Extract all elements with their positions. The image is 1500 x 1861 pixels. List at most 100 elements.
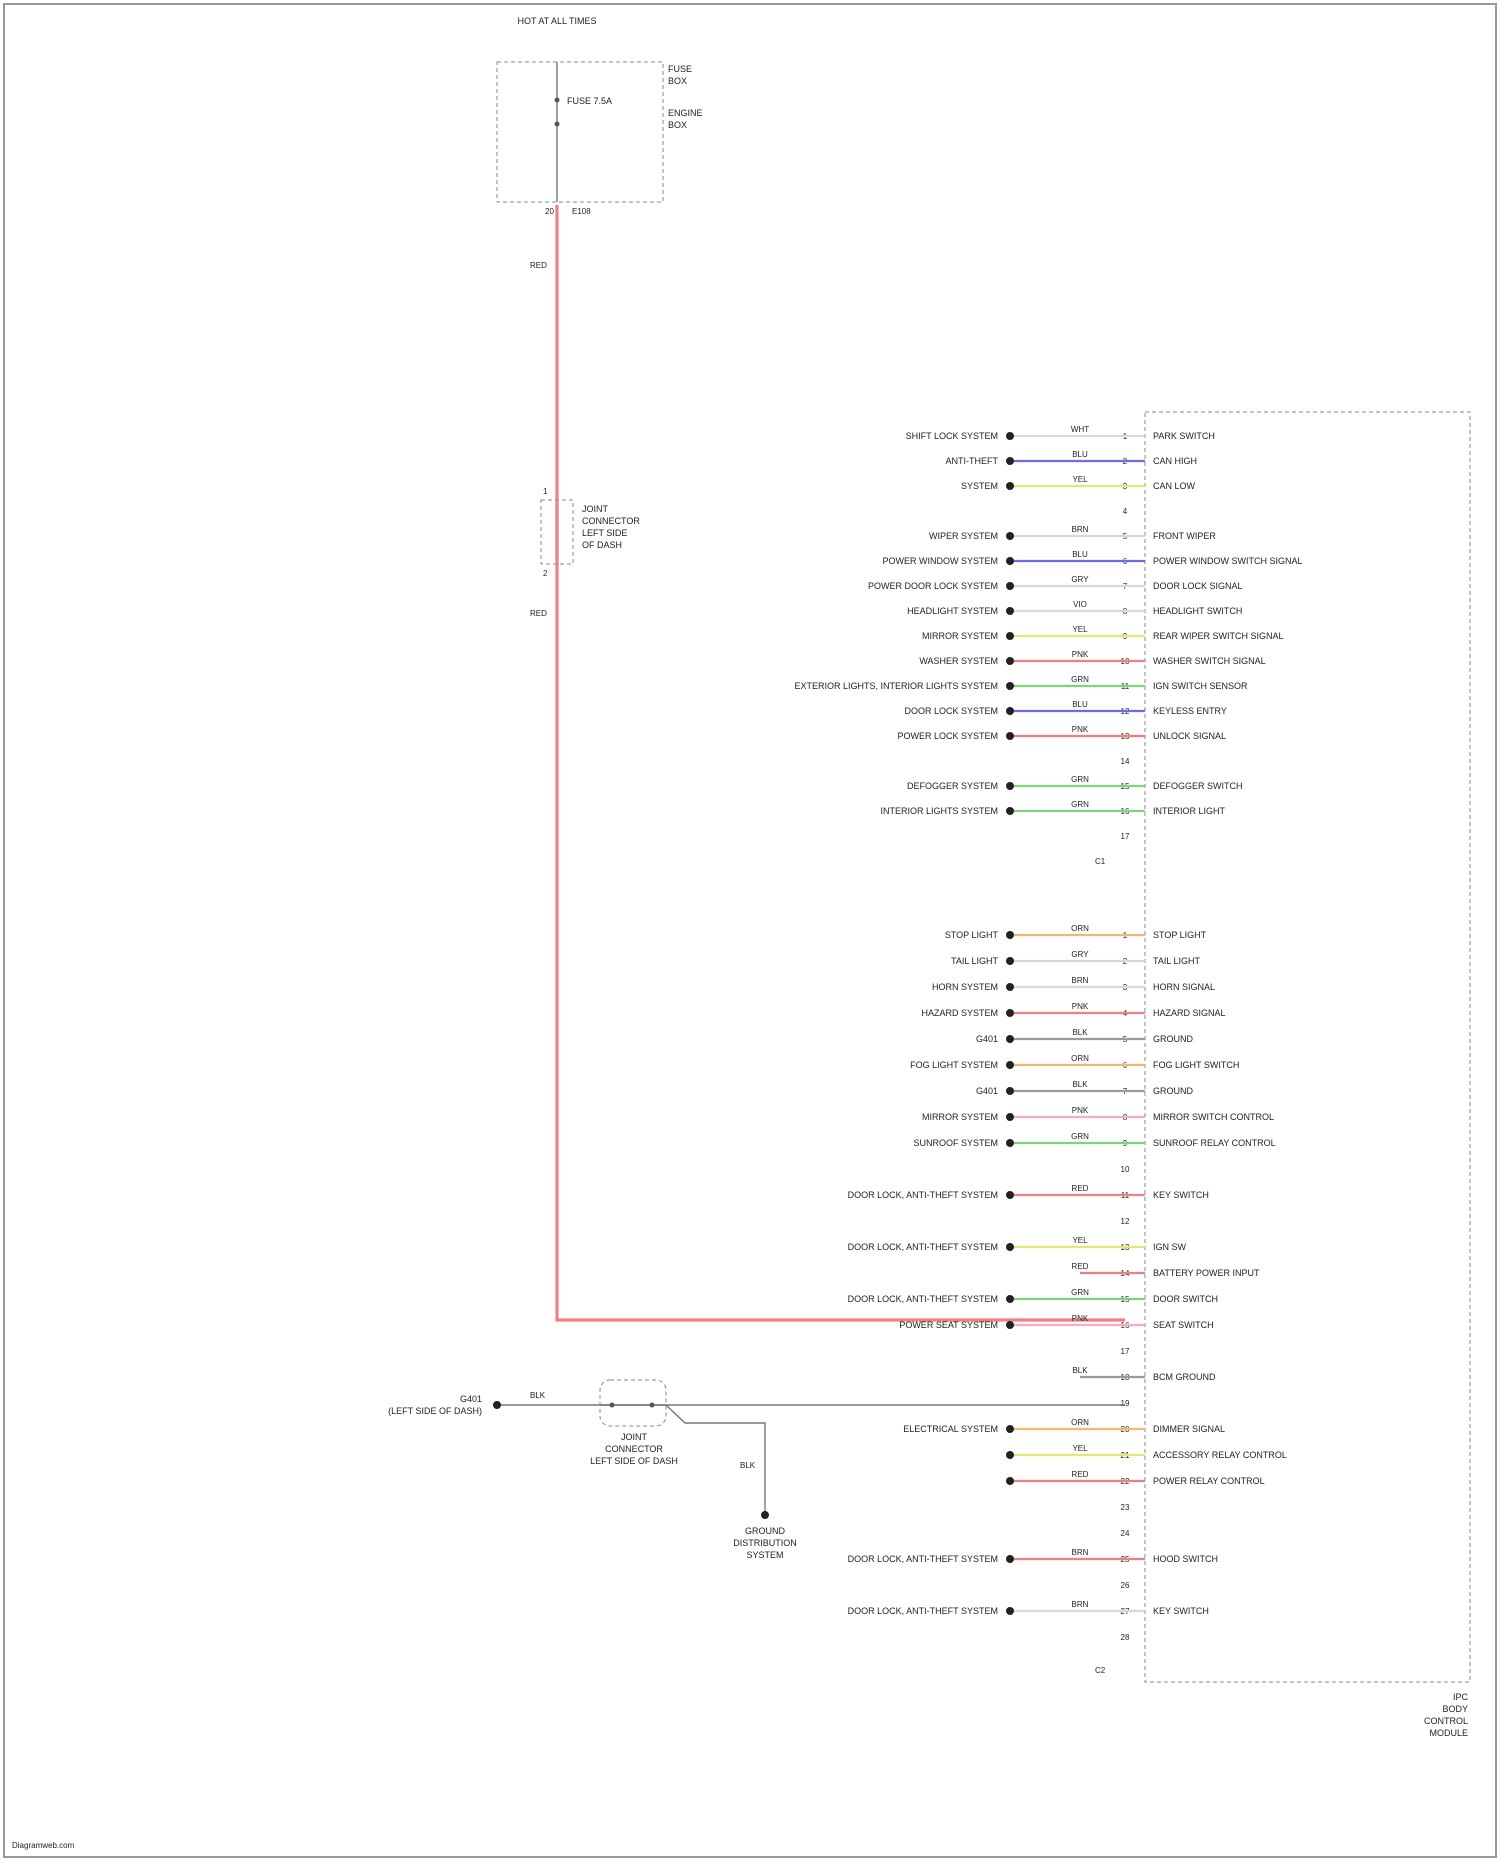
- c1-signal-15: DEFOGGER SWITCH: [1153, 781, 1243, 791]
- c2-signal-14: BATTERY POWER INPUT: [1153, 1268, 1260, 1278]
- c2-signal-6: FOG LIGHT SWITCH: [1153, 1060, 1239, 1070]
- c1-source-11: EXTERIOR LIGHTS, INTERIOR LIGHTS SYSTEM: [794, 681, 998, 691]
- c1-source-16: INTERIOR LIGHTS SYSTEM: [880, 806, 998, 816]
- c1-source-8: HEADLIGHT SYSTEM: [907, 606, 998, 616]
- c2-splice-21: [1006, 1451, 1014, 1459]
- joint-label-2: CONNECTOR: [582, 516, 640, 526]
- c2-signal-20: DIMMER SIGNAL: [1153, 1424, 1225, 1434]
- c1-wire-color-10: PNK: [1072, 650, 1089, 659]
- fuse-box-side-2: BOX: [668, 76, 687, 86]
- c1-signal-9: REAR WIPER SWITCH SIGNAL: [1153, 631, 1284, 641]
- c1-splice-8: [1006, 607, 1014, 615]
- fuse-box-title: HOT AT ALL TIMES: [517, 16, 596, 26]
- c1-signal-10: WASHER SWITCH SIGNAL: [1153, 656, 1266, 666]
- ground-distribution-wire: [666, 1405, 765, 1515]
- c2-wire-color-8: PNK: [1072, 1106, 1089, 1115]
- c2-splice-27: [1006, 1607, 1014, 1615]
- c2-signal-13: IGN SW: [1153, 1242, 1187, 1252]
- c1-wire-color-13: PNK: [1072, 725, 1089, 734]
- ground-label: G401: [460, 1394, 482, 1404]
- c2-wire-color-4: PNK: [1072, 1002, 1089, 1011]
- c2-signal-27: KEY SWITCH: [1153, 1606, 1209, 1616]
- c2-wire-color-1: ORN: [1071, 924, 1089, 933]
- c2-pin-26: 26: [1121, 1581, 1130, 1590]
- joint-pin-bottom: 2: [543, 569, 548, 578]
- c1-wire-color-12: BLU: [1072, 700, 1088, 709]
- c2-signal-4: HAZARD SIGNAL: [1153, 1008, 1226, 1018]
- c1-splice-3: [1006, 482, 1014, 490]
- c1-signal-11: IGN SWITCH SENSOR: [1153, 681, 1248, 691]
- c2-source-5: G401: [976, 1034, 998, 1044]
- c1-source-7: POWER DOOR LOCK SYSTEM: [868, 581, 998, 591]
- c1-signal-8: HEADLIGHT SWITCH: [1153, 606, 1242, 616]
- c2-wire-color-5: BLK: [1072, 1028, 1088, 1037]
- c2-splice-1: [1006, 931, 1014, 939]
- fuse-box-side-1: FUSE: [668, 64, 692, 74]
- c2-source-27: DOOR LOCK, ANTI-THEFT SYSTEM: [848, 1606, 998, 1616]
- c2-splice-20: [1006, 1425, 1014, 1433]
- c2-wire-color-22: RED: [1072, 1470, 1089, 1479]
- c1-source-5: WIPER SYSTEM: [929, 531, 998, 541]
- c1-source-9: MIRROR SYSTEM: [922, 631, 998, 641]
- c1-source-3: SYSTEM: [961, 481, 998, 491]
- module-outline: [1145, 412, 1470, 1682]
- c2-wire-color-3: BRN: [1072, 976, 1089, 985]
- c2-wire-color-9: GRN: [1071, 1132, 1089, 1141]
- c2-source-9: SUNROOF SYSTEM: [913, 1138, 998, 1148]
- main-feed-wire: [557, 205, 1125, 1320]
- joint-label-1: JOINT: [582, 504, 609, 514]
- c1-source-2: ANTI-THEFT: [946, 456, 999, 466]
- ground-wire-color: BLK: [530, 1391, 546, 1400]
- c1-source-6: POWER WINDOW SYSTEM: [883, 556, 999, 566]
- ground-point: [493, 1401, 501, 1409]
- c2-source-25: DOOR LOCK, ANTI-THEFT SYSTEM: [848, 1554, 998, 1564]
- c2-source-8: MIRROR SYSTEM: [922, 1112, 998, 1122]
- c2-source-7: G401: [976, 1086, 998, 1096]
- c1-wire-color-2: BLU: [1072, 450, 1088, 459]
- c2-source-13: DOOR LOCK, ANTI-THEFT SYSTEM: [848, 1242, 998, 1252]
- fuse-box-side-3: ENGINE: [668, 108, 703, 118]
- fuse-symbol: [555, 98, 560, 103]
- joint-pin-top: 1: [543, 487, 548, 496]
- c1-wire-color-1: WHT: [1071, 425, 1089, 434]
- c1-source-15: DEFOGGER SYSTEM: [907, 781, 998, 791]
- ground-section: G401 (LEFT SIDE OF DASH) BLK JOINT CONNE…: [388, 1380, 1125, 1560]
- c1-wire-color-7: GRY: [1071, 575, 1089, 584]
- ground-joint-label-3: LEFT SIDE OF DASH: [590, 1456, 678, 1466]
- c2-source-16: POWER SEAT SYSTEM: [899, 1320, 998, 1330]
- c2-wire-color-6: ORN: [1071, 1054, 1089, 1063]
- c2-source-1: STOP LIGHT: [945, 930, 999, 940]
- c1-splice-9: [1006, 632, 1014, 640]
- c2-source-20: ELECTRICAL SYSTEM: [903, 1424, 998, 1434]
- c2-signal-15: DOOR SWITCH: [1153, 1294, 1218, 1304]
- c2-wire-color-18: BLK: [1072, 1366, 1088, 1375]
- c1-wire-color-16: GRN: [1071, 800, 1089, 809]
- c1-splice-15: [1006, 782, 1014, 790]
- c2-signal-7: GROUND: [1153, 1086, 1193, 1096]
- c1-signal-7: DOOR LOCK SIGNAL: [1153, 581, 1243, 591]
- c2-wire-color-16: PNK: [1072, 1314, 1089, 1323]
- c1-signal-6: POWER WINDOW SWITCH SIGNAL: [1153, 556, 1303, 566]
- c2-source-11: DOOR LOCK, ANTI-THEFT SYSTEM: [848, 1190, 998, 1200]
- c1-pin-14: 14: [1121, 757, 1130, 766]
- c2-signal-3: HORN SIGNAL: [1153, 982, 1215, 992]
- c2-wire-color-25: BRN: [1072, 1548, 1089, 1557]
- c2-wire-color-2: GRY: [1071, 950, 1089, 959]
- c2-wire-color-13: YEL: [1072, 1236, 1088, 1245]
- c1-splice-2: [1006, 457, 1014, 465]
- c2-pin-10: 10: [1121, 1165, 1130, 1174]
- ground-distribution-label-1: GROUND: [745, 1526, 785, 1536]
- c2-pin-12: 12: [1121, 1217, 1130, 1226]
- ground-distribution-point: [761, 1511, 769, 1519]
- module-connector-b: C2: [1095, 1666, 1106, 1675]
- watermark: Diagramweb.com: [12, 1841, 75, 1850]
- module-label-4: MODULE: [1429, 1728, 1468, 1738]
- c1-wire-color-3: YEL: [1072, 475, 1088, 484]
- c1-splice-6: [1006, 557, 1014, 565]
- c1-wire-color-15: GRN: [1071, 775, 1089, 784]
- module-label-3: CONTROL: [1424, 1716, 1468, 1726]
- c2-signal-18: BCM GROUND: [1153, 1372, 1216, 1382]
- fuse-box: HOT AT ALL TIMES FUSE 7.5A FUSE BOX ENGI…: [497, 16, 703, 270]
